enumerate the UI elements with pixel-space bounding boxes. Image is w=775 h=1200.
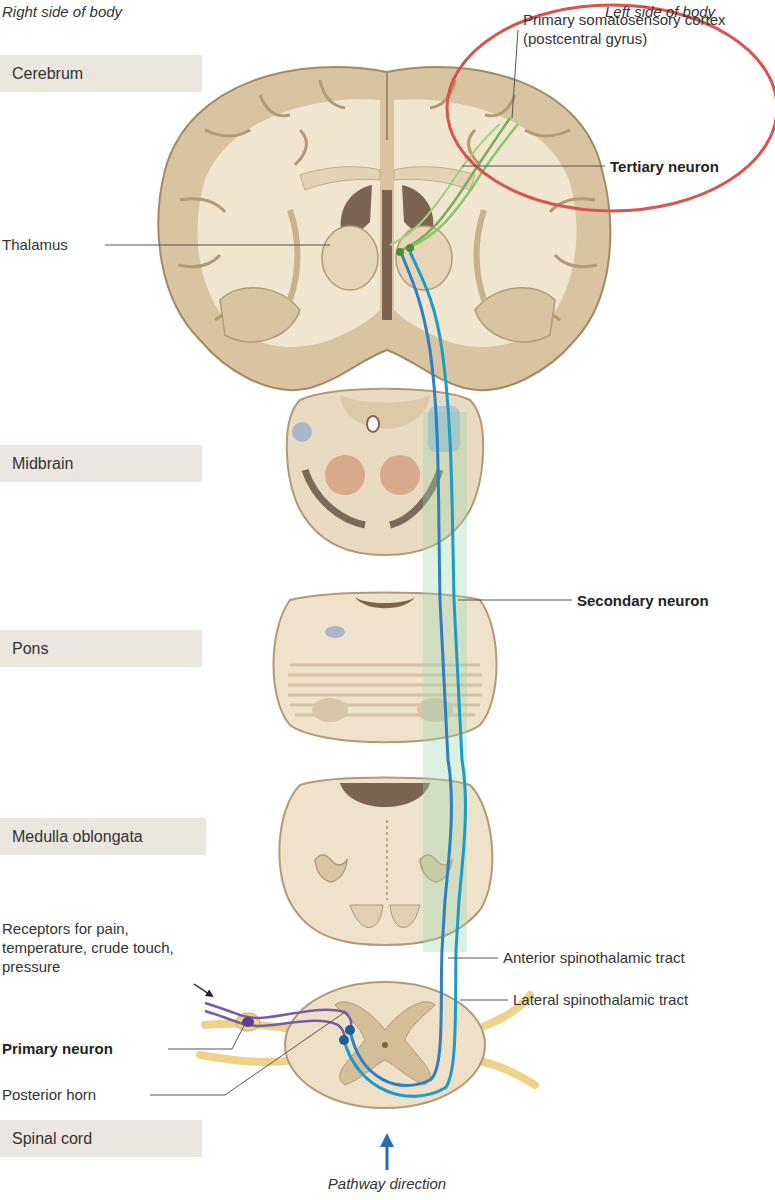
level-band: Medulla oblongata xyxy=(0,818,206,855)
cortex-label: Primary somatosensory cortex (postcentra… xyxy=(523,10,775,48)
level-band: Spinal cord xyxy=(0,1120,202,1157)
leader-line xyxy=(512,30,518,118)
highlight-ellipse xyxy=(447,5,775,211)
central-canal xyxy=(382,1042,388,1048)
neuron-label: Tertiary neuron xyxy=(610,157,775,176)
leader-lines xyxy=(105,30,605,1095)
leader-line xyxy=(105,245,330,246)
basal-nuclei xyxy=(290,210,484,300)
level-name: Midbrain xyxy=(12,455,73,473)
level-name: Medulla oblongata xyxy=(12,828,143,846)
tertiary-neuron-cell-body xyxy=(406,244,414,252)
level-band: Midbrain xyxy=(0,445,202,482)
side-label: Right side of body xyxy=(2,2,202,21)
thalamus-left xyxy=(322,226,378,290)
level-band: Cerebrum xyxy=(0,55,202,92)
temporal-lobe xyxy=(475,288,555,342)
secondary-neuron-cell-body xyxy=(345,1025,355,1035)
leader-line xyxy=(150,1012,345,1095)
olive xyxy=(315,855,347,882)
leader-line xyxy=(458,600,572,601)
pathway-arrow xyxy=(386,1140,389,1170)
substantia-nigra xyxy=(305,470,440,525)
midbrain-nucleus xyxy=(292,422,312,442)
secondary-neuron xyxy=(344,252,465,1096)
tract-label: Anterior spinothalamic tract xyxy=(503,948,775,967)
secondary-neuron-cell-body xyxy=(339,1035,349,1045)
tract-column-cap xyxy=(428,406,460,452)
longitudinal-fissure xyxy=(386,72,388,140)
leader-line xyxy=(448,958,498,959)
spinal-cord-section xyxy=(200,982,535,1108)
receptor-arrow xyxy=(194,984,212,996)
gray-matter xyxy=(335,1002,435,1085)
cortex-outline xyxy=(158,67,610,390)
neuron-label: Primary neuron xyxy=(2,1039,172,1058)
median-raphe xyxy=(386,820,388,900)
temporal-lobe xyxy=(220,288,300,342)
red-nucleus xyxy=(380,455,420,495)
primary-neuron xyxy=(205,1003,351,1030)
neuron-label: Secondary neuron xyxy=(577,591,775,610)
level-name: Pons xyxy=(12,640,48,658)
structure-label: Posterior horn xyxy=(2,1085,152,1104)
pyramid xyxy=(350,905,420,928)
primary-neuron xyxy=(205,1011,344,1040)
structure-label: Thalamus xyxy=(2,235,112,254)
level-band: Pons xyxy=(0,630,202,667)
cerebral-aqueduct xyxy=(367,416,379,432)
third-ventricle xyxy=(382,190,392,320)
level-name: Cerebrum xyxy=(12,65,83,83)
fourth-ventricle xyxy=(340,783,430,807)
level-name: Spinal cord xyxy=(12,1130,92,1148)
pons-nucleus xyxy=(325,626,345,638)
secondary-neuron xyxy=(350,255,451,1086)
red-nucleus xyxy=(325,455,365,495)
tertiary-neuron-cell-body xyxy=(396,248,404,256)
pathway-label: Pathway direction xyxy=(287,1174,487,1193)
tertiary-neuron xyxy=(390,124,500,245)
receptor-label: Receptors for pain, temperature, crude t… xyxy=(2,919,187,976)
leader-line xyxy=(460,1000,508,1001)
sulcus xyxy=(178,80,345,320)
leader-line xyxy=(168,1022,246,1049)
tract-label: Lateral spinothalamic tract xyxy=(513,990,775,1009)
leader-line xyxy=(462,166,605,167)
corticospinal-bundle xyxy=(312,698,348,722)
tectum xyxy=(340,395,430,429)
fourth-ventricle xyxy=(355,597,415,608)
cerebrum-section xyxy=(158,67,610,390)
